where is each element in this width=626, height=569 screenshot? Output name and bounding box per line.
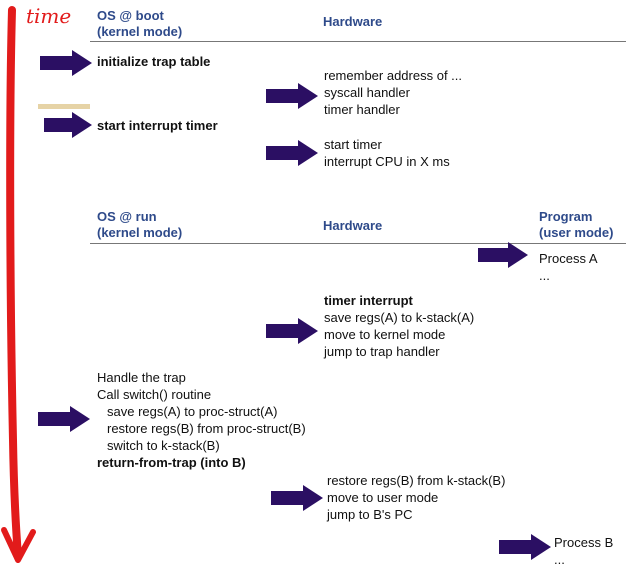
os-step-init-trap: initialize trap table	[97, 54, 211, 69]
timeline-arrow	[1, 6, 36, 563]
right-arrow-icon	[38, 406, 90, 432]
os-run-header: OS @ run (kernel mode)	[97, 209, 183, 240]
boot-header-rule	[90, 41, 626, 42]
right-arrow-icon	[271, 485, 323, 511]
process-b: Process B ...	[554, 535, 614, 567]
program-header: Program (user mode)	[539, 209, 614, 240]
process-a: Process A ...	[539, 251, 598, 283]
hw-run-header: Hardware	[323, 218, 383, 233]
right-arrow-icon	[499, 534, 551, 560]
right-arrow-icon	[44, 112, 92, 138]
run-header-rule	[90, 243, 626, 244]
right-arrow-icon	[40, 50, 92, 76]
right-arrow-icon	[266, 140, 318, 166]
hw-return-from-trap: restore regs(B) from k-stack(B) move to …	[327, 473, 506, 522]
time-label: time	[26, 4, 72, 28]
hw-boot-block1: remember address of ... syscall handler …	[324, 68, 462, 117]
hw-boot-header: Hardware	[323, 14, 383, 29]
hw-timer-interrupt: timer interrupt save regs(A) to k-stack(…	[324, 293, 475, 359]
hw-boot-block2: start timer interrupt CPU in X ms	[324, 137, 450, 169]
os-step-start-timer: start interrupt timer	[97, 118, 218, 133]
right-arrow-icon	[266, 318, 318, 344]
highlight-marker	[38, 104, 90, 109]
right-arrow-icon	[478, 242, 528, 268]
os-boot-header: OS @ boot (kernel mode)	[97, 8, 183, 39]
os-handle-trap: Handle the trap Call switch() routine sa…	[97, 370, 306, 470]
right-arrow-icon	[266, 83, 318, 109]
